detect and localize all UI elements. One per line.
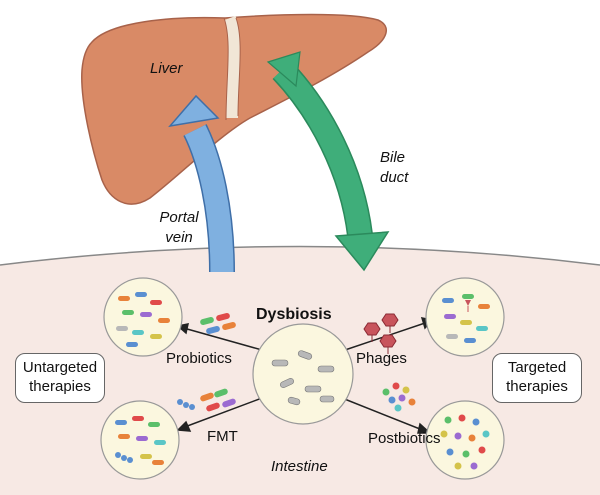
center-bacteria-circle (252, 323, 354, 425)
intestine-top-edge (0, 245, 600, 266)
targeted-therapies-box: Targeted therapies (492, 353, 582, 403)
liver-label: Liver (150, 60, 183, 77)
postbiotics-bacteria-circle (425, 400, 505, 480)
dysbiosis-label: Dysbiosis (256, 306, 332, 323)
phages-label: Phages (356, 350, 407, 367)
phages-bacteria-circle (425, 277, 505, 357)
fmt-label: FMT (207, 428, 238, 445)
portal-vein-arrow (168, 94, 235, 273)
fmt-bacteria-circle (100, 400, 180, 480)
intestine-label: Intestine (271, 458, 328, 475)
postbiotic-dots (382, 382, 416, 412)
postbiotics-label: Postbiotics (368, 430, 441, 447)
liver-organ (81, 13, 388, 205)
fmt-icon (177, 388, 236, 412)
portal-vein-label: Portal vein (159, 209, 199, 246)
probiotics-bacteria-circle (103, 277, 183, 357)
therapy-arrows (176, 317, 434, 434)
probiotics-label: Probiotics (166, 350, 232, 367)
bile-duct-arrow (266, 51, 390, 272)
untargeted-therapies-box: Untargeted therapies (15, 353, 105, 403)
phage-icon (363, 313, 399, 354)
probiotics-icon (200, 312, 236, 335)
bile-duct-label: Bile duct (380, 149, 409, 186)
